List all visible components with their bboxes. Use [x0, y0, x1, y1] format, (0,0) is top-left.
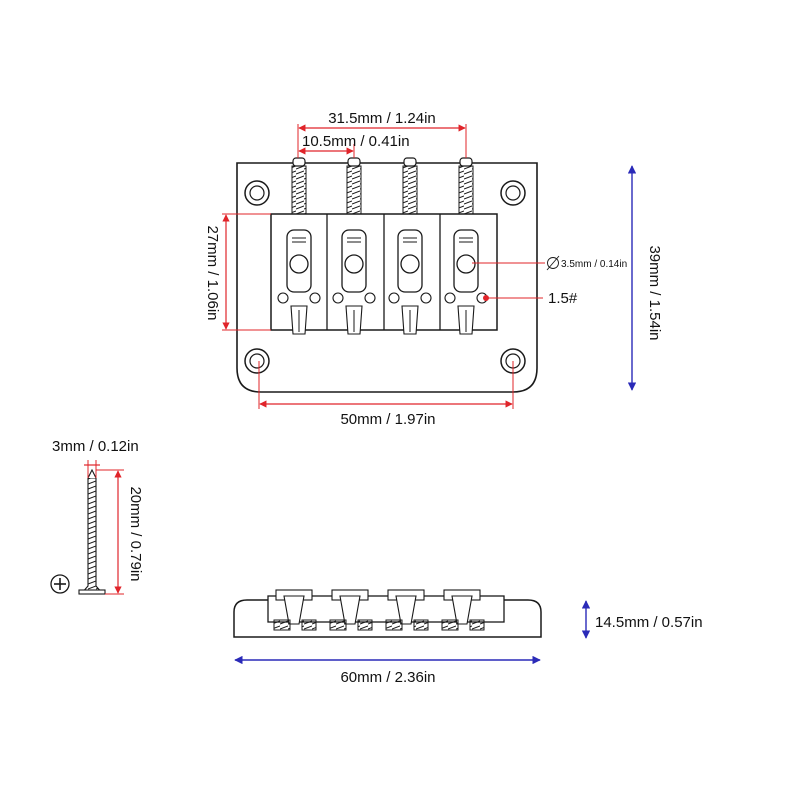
saddle-length-dimension: 27mm / 1.06in	[204, 213, 271, 331]
intonation-screw-4	[458, 157, 474, 215]
side-saddle-1	[273, 589, 317, 631]
saddle-4	[444, 229, 488, 335]
intonation-screw-2	[346, 157, 362, 215]
mounting-hole-bottom-left	[244, 348, 270, 374]
plate-width-dimension: 60mm / 2.36in	[234, 655, 541, 686]
bridge-top-view	[236, 157, 538, 393]
hole-diameter-label: 3.5mm / 0.14in	[561, 259, 627, 270]
plate-height-label: 39mm / 1.54in	[646, 245, 663, 340]
plate-width-label: 60mm / 2.36in	[340, 669, 435, 686]
hex-key-label: 1.5#	[548, 290, 578, 307]
phillips-screw-head-icon	[50, 574, 70, 594]
mounting-span-label: 50mm / 1.97in	[340, 411, 435, 428]
mounting-hole-top-left	[244, 180, 270, 206]
side-saddle-2	[329, 589, 373, 631]
intonation-screw-3	[402, 157, 418, 215]
bridge-height-label: 14.5mm / 0.57in	[595, 614, 703, 631]
side-saddle-4	[441, 589, 485, 631]
saddle-span-label: 31.5mm / 1.24in	[328, 110, 436, 127]
hole-diameter-callout: 3.5mm / 0.14in	[472, 255, 627, 271]
saddle-3	[388, 229, 432, 335]
screw-diameter-label: 3mm / 0.12in	[52, 438, 139, 455]
screw-length-dimension: 20mm / 0.79in	[96, 469, 144, 595]
saddle-spacing-label: 10.5mm / 0.41in	[302, 133, 410, 150]
screw-length-label: 20mm / 0.79in	[127, 486, 144, 581]
saddle-spacing-dimension: 10.5mm / 0.41in	[298, 133, 410, 158]
saddle-2	[332, 229, 376, 335]
bridge-height-dimension: 14.5mm / 0.57in	[581, 600, 703, 639]
saddle-length-label: 27mm / 1.06in	[204, 225, 221, 320]
saddle-span-dimension: 31.5mm / 1.24in	[297, 110, 467, 158]
hex-key-callout: 1.5#	[483, 290, 578, 307]
saddle-1	[277, 229, 321, 335]
diameter-icon	[546, 255, 560, 271]
bridge-side-view	[233, 589, 542, 638]
mounting-span-dimension: 50mm / 1.97in	[258, 361, 514, 428]
screw-diameter-dimension: 3mm / 0.12in	[52, 438, 139, 478]
mounting-screw	[78, 468, 106, 595]
side-saddle-3	[385, 589, 429, 631]
mounting-hole-top-right	[500, 180, 526, 206]
plate-height-dimension: 39mm / 1.54in	[627, 165, 663, 391]
intonation-screw-1	[291, 157, 307, 215]
